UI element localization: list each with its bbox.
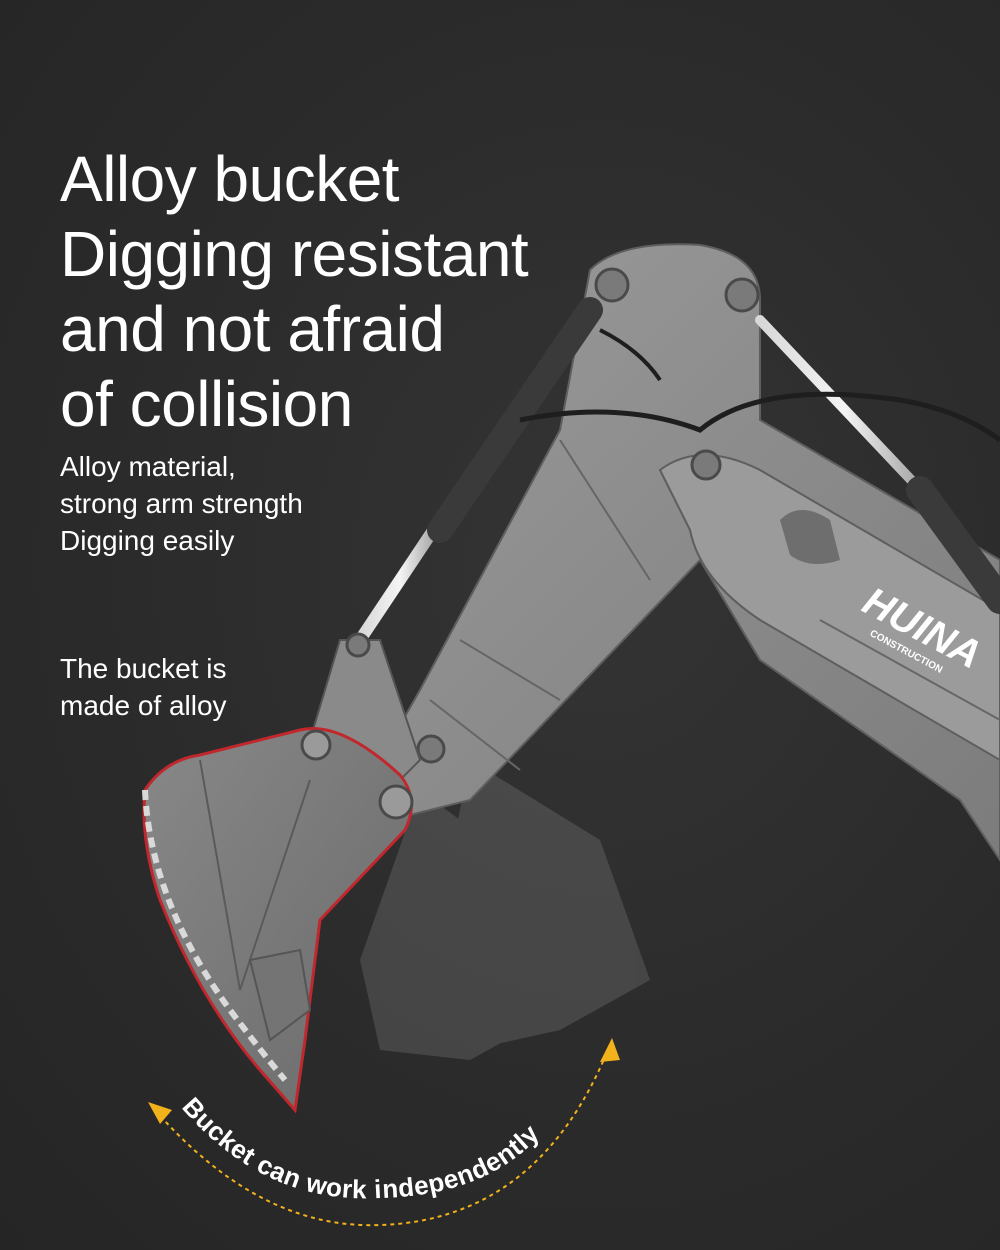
- arrow-left-icon: [148, 1102, 172, 1124]
- feature-line-1: Alloy material,: [60, 451, 236, 482]
- bucket-note-line-2: made of alloy: [60, 690, 227, 721]
- bucket-note-line-1: The bucket is: [60, 653, 227, 684]
- boom-arm: [378, 243, 1000, 862]
- headline-line-3: and not afraid: [60, 293, 445, 365]
- headline-line-2: Digging resistant: [60, 218, 529, 290]
- alloy-bucket: [142, 727, 414, 1114]
- feature-text: Alloy material, strong arm strength Digg…: [60, 448, 303, 559]
- motion-arc: Bucket can work independently: [148, 1038, 620, 1227]
- arrow-right-icon: [600, 1038, 620, 1062]
- headline-line-1: Alloy bucket: [60, 143, 400, 215]
- feature-line-3: Digging easily: [60, 525, 235, 556]
- hydraulic-cylinders: [354, 297, 1000, 646]
- headline-line-4: of collision: [60, 368, 353, 440]
- arc-caption-path: Bucket can work independently: [177, 1091, 545, 1204]
- feature-line-2: strong arm strength: [60, 488, 303, 519]
- bucket-note: The bucket is made of alloy: [60, 650, 227, 724]
- headline: Alloy bucket Digging resistant and not a…: [60, 142, 529, 442]
- arc-caption: Bucket can work independently: [177, 1091, 545, 1204]
- ghost-bucket-trail: [360, 760, 650, 1060]
